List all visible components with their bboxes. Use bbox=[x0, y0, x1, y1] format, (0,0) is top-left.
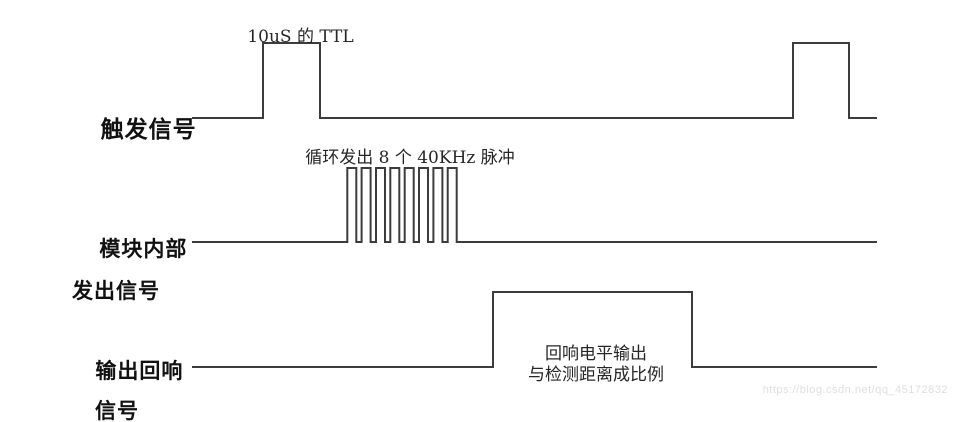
echo-output-label-line2: 信号 bbox=[95, 400, 139, 422]
echo-output-waveform bbox=[192, 291, 877, 368]
internal-burst-label: 模块内部 发出信号 bbox=[72, 218, 187, 344]
echo-output-label: 输出回响 信号 bbox=[68, 342, 182, 422]
echo-level-annotation: 回响电平输出 与检测距离成比例 bbox=[500, 344, 692, 386]
echo-level-annotation-line2: 与检测距离成比例 bbox=[528, 365, 664, 385]
echo-level-annotation-line1: 回响电平输出 bbox=[545, 344, 647, 364]
trigger-pulse-annotation: 10uS 的 TTL bbox=[247, 27, 354, 47]
internal-burst-label-line2: 发出信号 bbox=[72, 280, 160, 303]
trigger-signal-label-text: 触发信号 bbox=[100, 116, 197, 142]
csdn-watermark: https://blog.csdn.net/qq_45172832 bbox=[762, 384, 948, 396]
internal-burst-waveform bbox=[192, 167, 877, 243]
burst-pulse-annotation: 循环发出 8 个 40KHz 脉冲 bbox=[305, 148, 515, 168]
trigger-signal-label: 触发信号 bbox=[71, 92, 197, 167]
echo-output-label-line1: 输出回响 bbox=[95, 360, 184, 383]
internal-burst-label-line1: 模块内部 bbox=[99, 238, 188, 261]
trigger-signal-waveform bbox=[192, 42, 877, 119]
